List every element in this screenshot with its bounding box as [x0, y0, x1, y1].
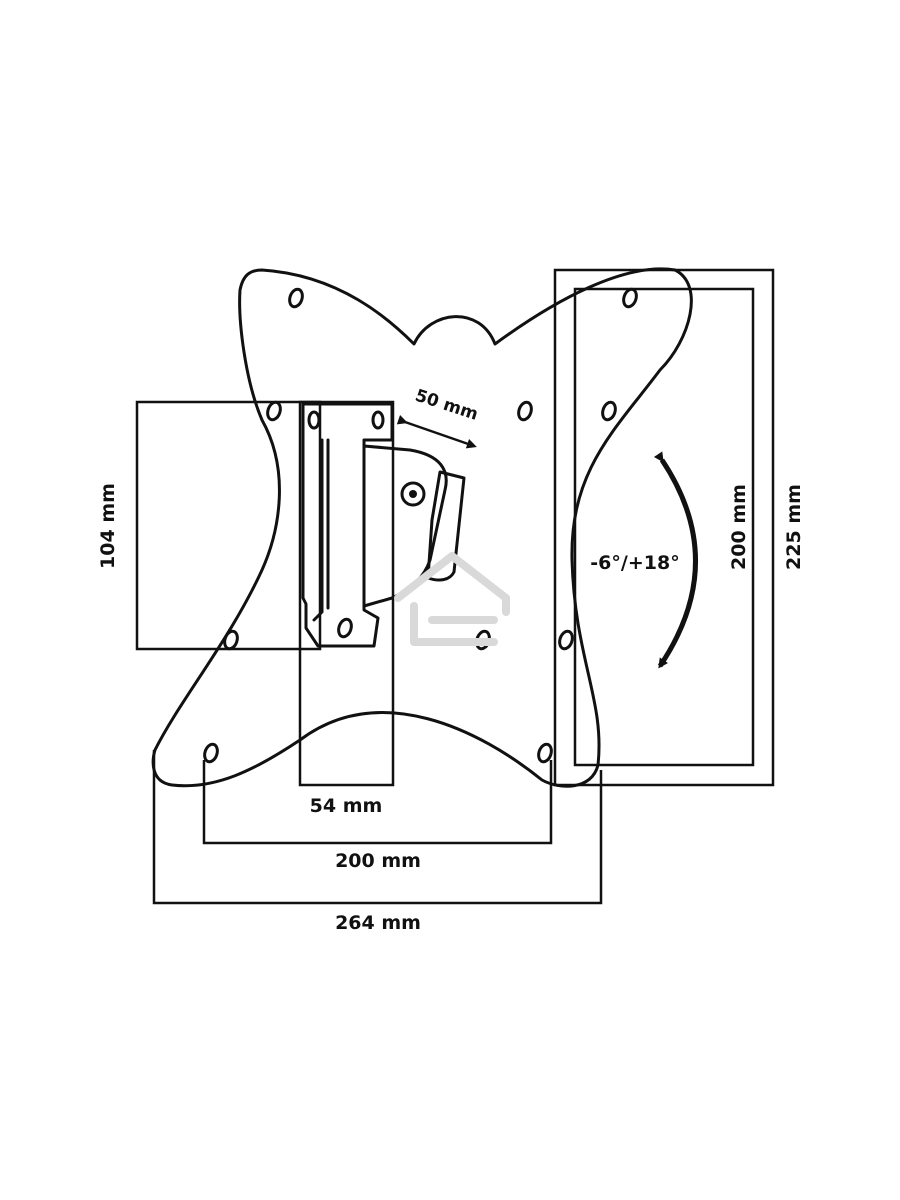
- mounting-plate-outline: [151, 267, 693, 788]
- tilt-range-label: -6°/+18°: [590, 552, 679, 574]
- wall-plate-width-label: 54 mm: [310, 795, 383, 817]
- overall-height-label: 225 mm: [783, 484, 805, 570]
- overall-width-dimension-line: [152, 750, 603, 905]
- vesa-horizontal-dimension-line: [202, 760, 553, 845]
- arm-depth-label: 50 mm: [413, 386, 481, 425]
- wall-plate-height-box: [135, 400, 322, 651]
- vesa-horizontal-label: 200 mm: [335, 850, 421, 872]
- vesa-vertical-dimension-box: [573, 287, 755, 767]
- wall-bracket: [301, 402, 394, 648]
- depth-arrow-icon: [396, 414, 477, 449]
- vesa-vertical-label: 200 mm: [728, 484, 750, 570]
- overall-width-label: 264 mm: [335, 912, 421, 934]
- wall-plate-width-box: [298, 400, 395, 787]
- house-watermark-icon: [394, 552, 510, 646]
- tilt-arrow-icon: [653, 451, 698, 669]
- wall-plate-height-label: 104 mm: [97, 483, 119, 569]
